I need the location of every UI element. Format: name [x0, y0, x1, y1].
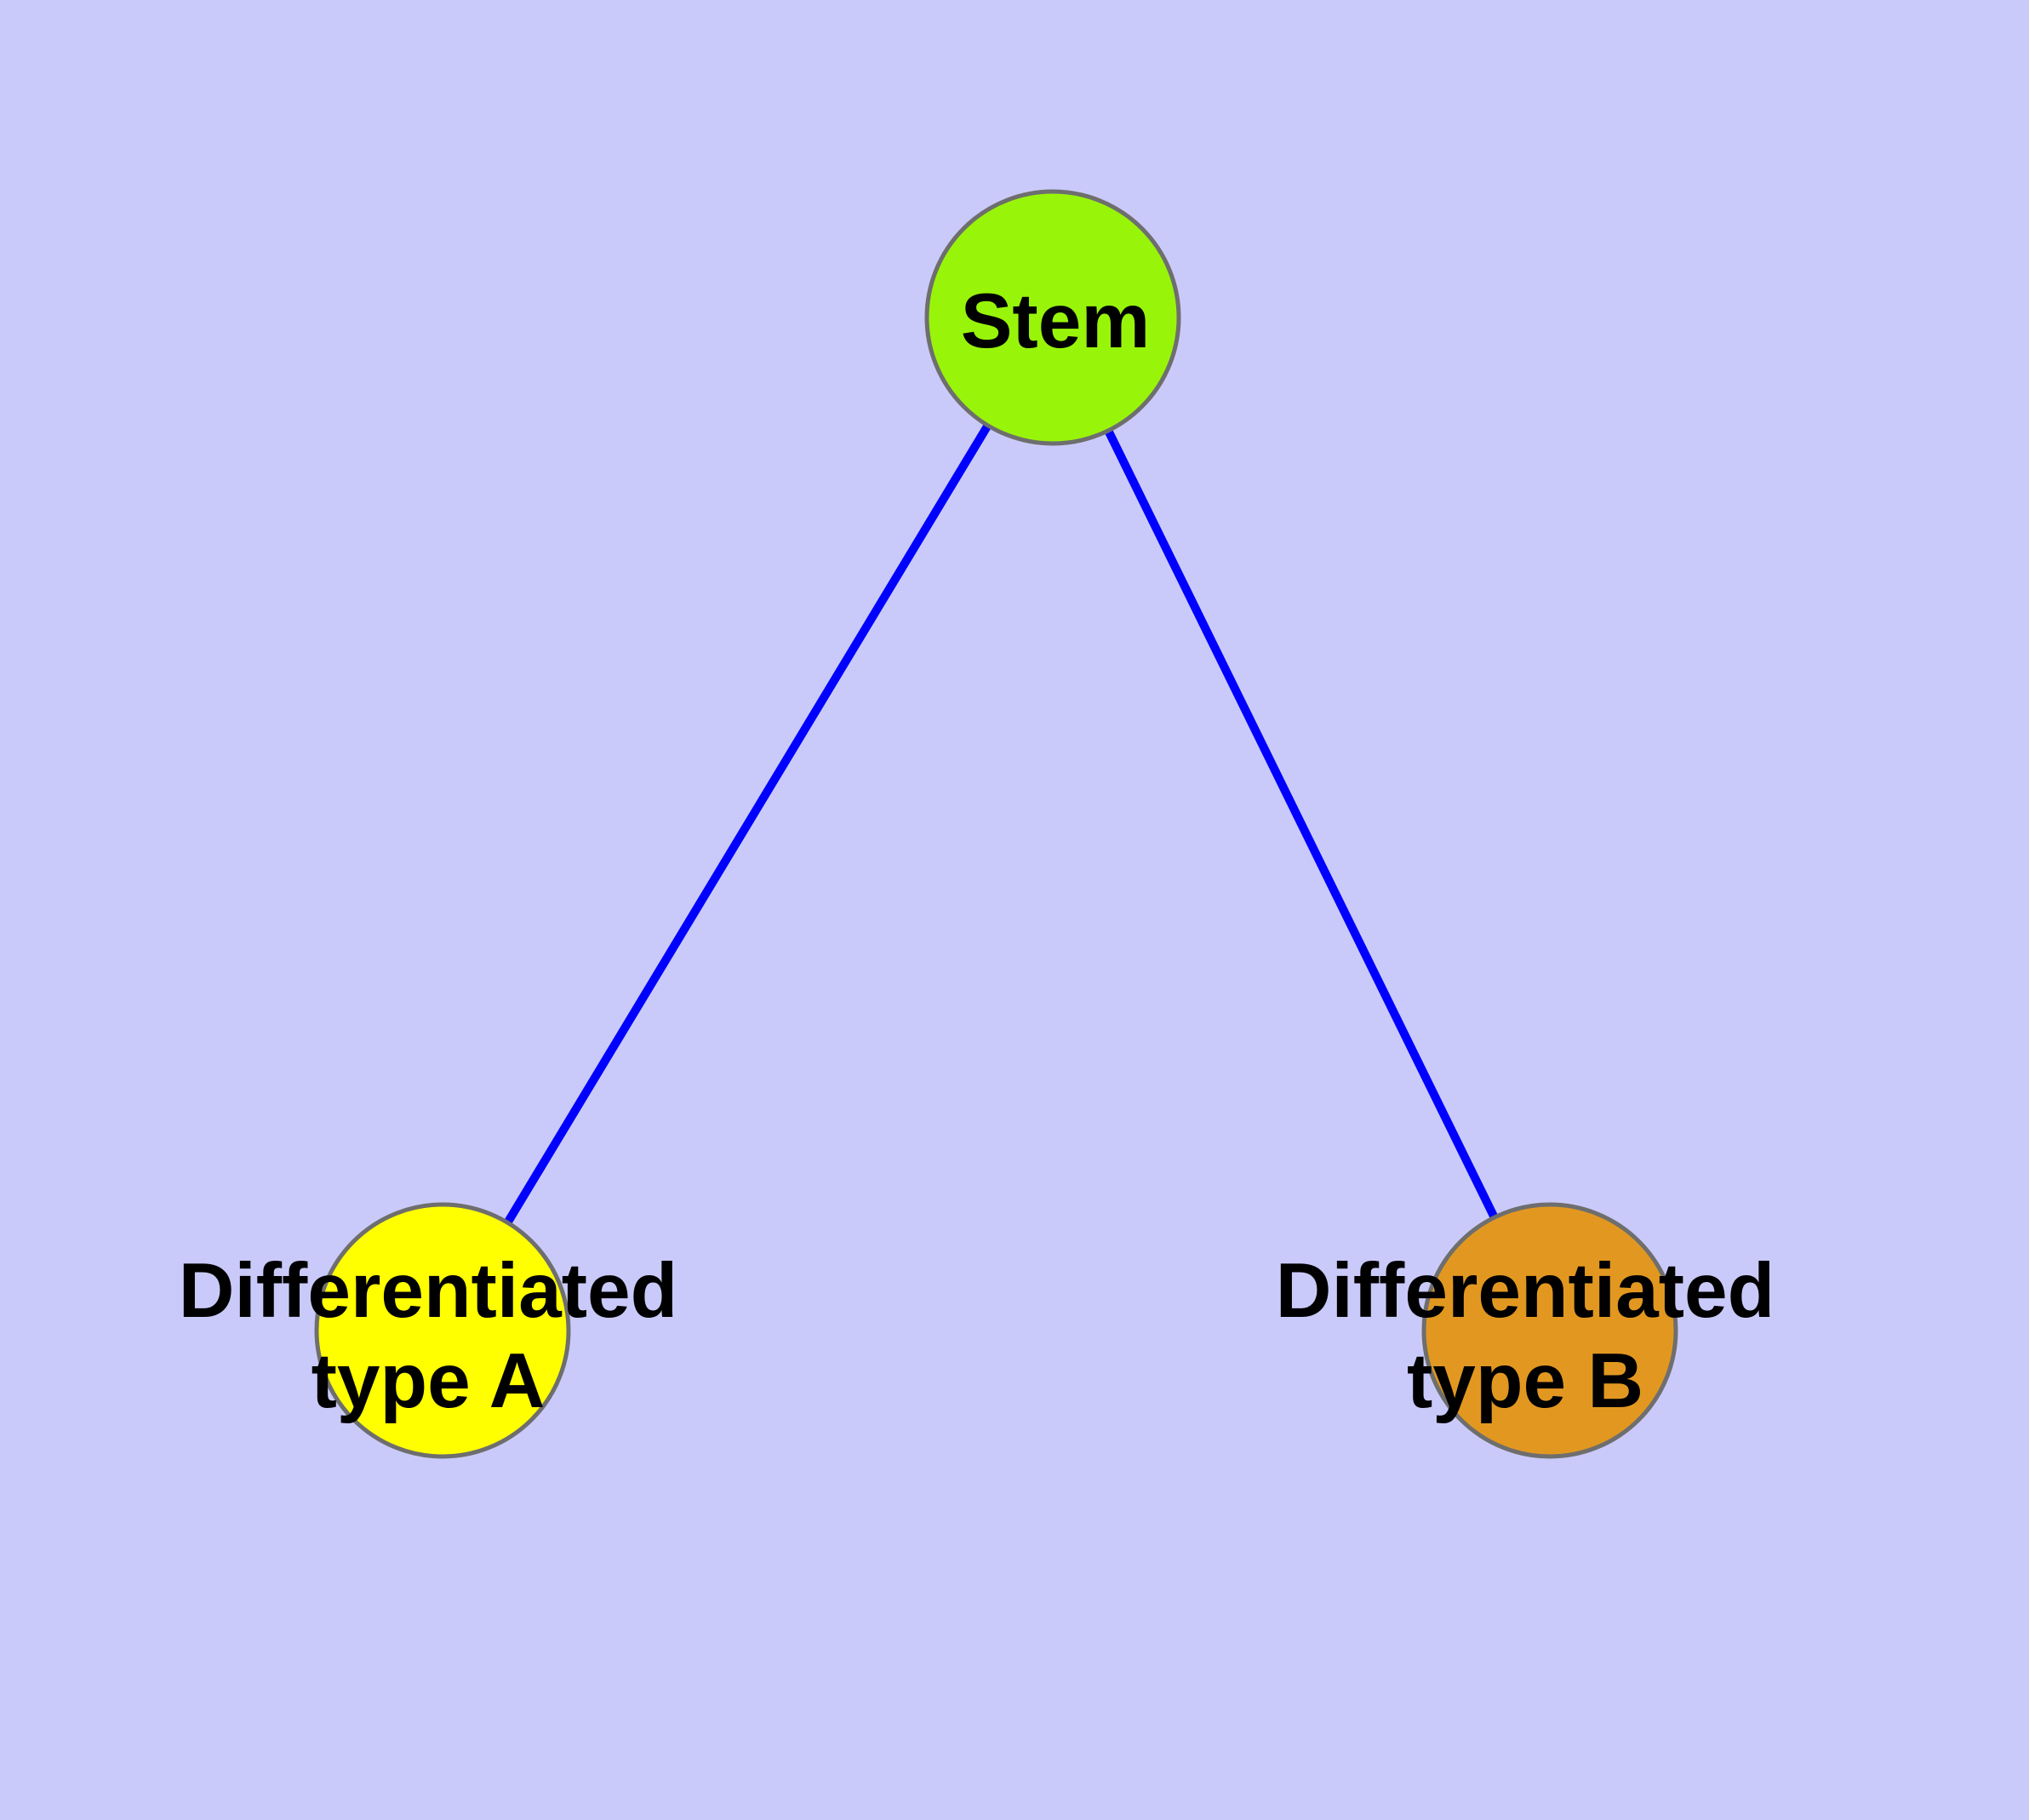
node-stem-label: Stem [960, 278, 1151, 364]
node-type-b-label: Differentiated type B [1275, 1248, 1775, 1424]
node-type-a-label: Differentiated type A [178, 1248, 678, 1424]
node-type-a-circle[interactable] [314, 1202, 571, 1459]
edge-stem-to-type-b [1049, 315, 1554, 1333]
edge-stem-to-type-a [438, 315, 1057, 1333]
node-stem-circle[interactable] [924, 189, 1181, 446]
node-type-b-circle[interactable] [1421, 1202, 1678, 1459]
